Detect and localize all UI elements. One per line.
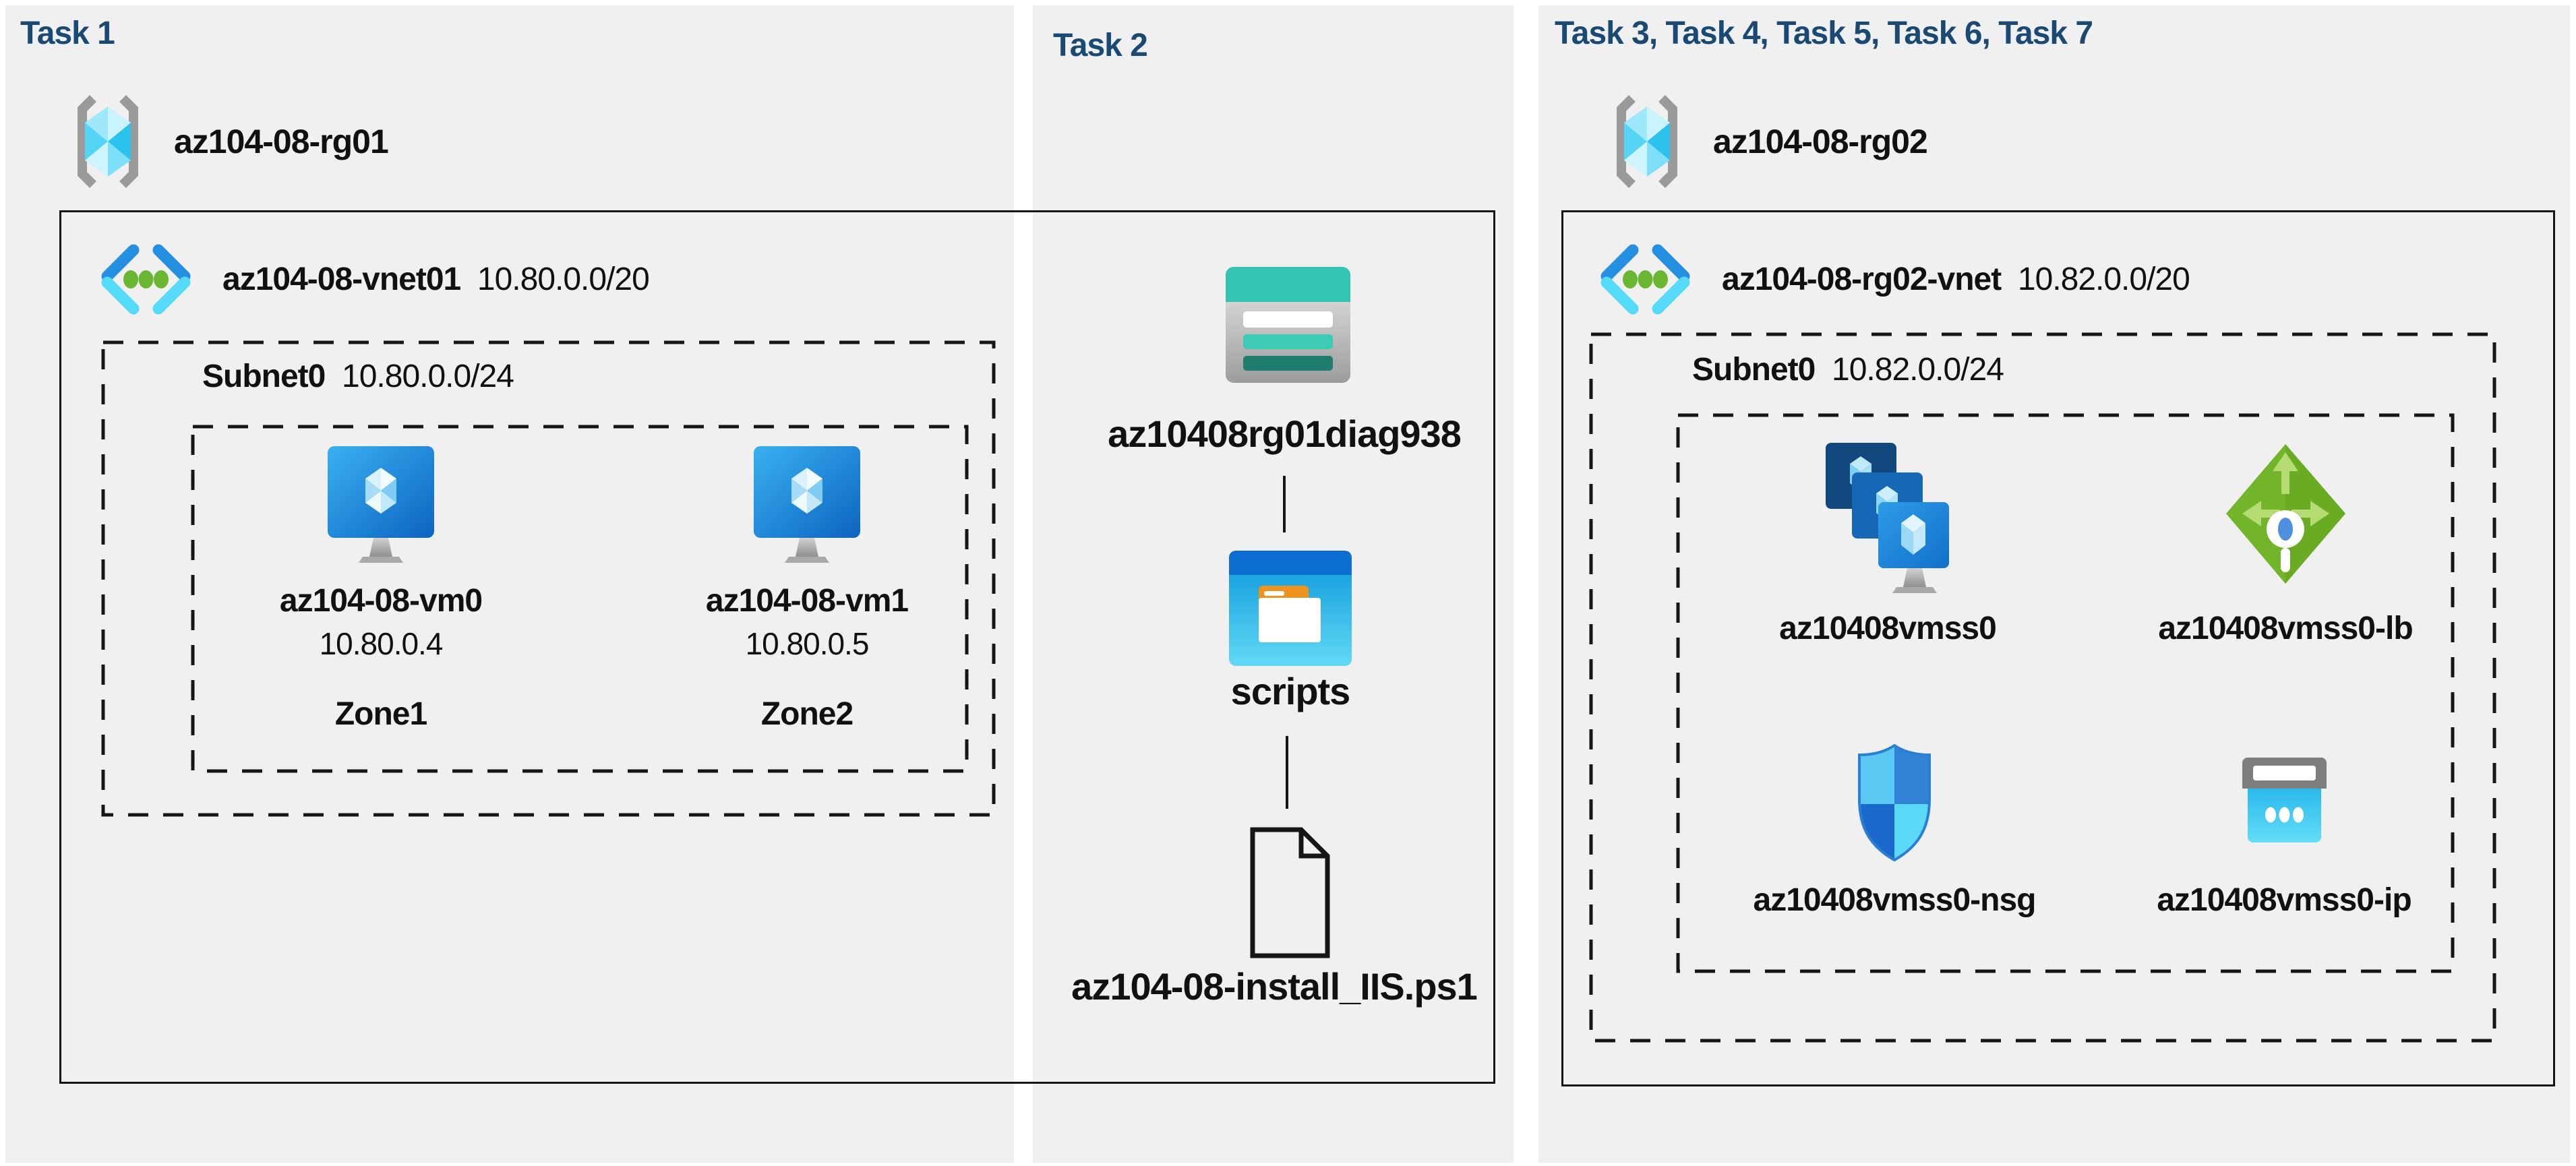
vm-scale-set-icon bbox=[1826, 443, 1949, 593]
nsg-shield-icon bbox=[1858, 743, 1931, 862]
vm1-name: az104-08-vm1 bbox=[705, 583, 909, 619]
rg02-vnet-label: az104-08-rg02-vnet 10.82.0.0/20 bbox=[1722, 260, 2190, 299]
rg02-vnet-cidr: 10.82.0.0/20 bbox=[2017, 262, 2190, 297]
file-document-icon bbox=[1250, 827, 1330, 958]
vnet1-box bbox=[59, 210, 1495, 1084]
subnet0-rg01-label: Subnet0 10.80.0.0/24 bbox=[202, 357, 514, 396]
subnet0-rg02-cidr: 10.82.0.0/24 bbox=[1832, 352, 2004, 388]
storage-account-icon bbox=[1226, 267, 1350, 383]
script-file-label: az104-08-install_IIS.ps1 bbox=[1071, 965, 1478, 1008]
load-balancer-icon bbox=[2226, 444, 2345, 584]
panel-task1 bbox=[5, 5, 1014, 1163]
task2-header: Task 2 bbox=[1053, 28, 1148, 63]
vmss-group-box-rg02 bbox=[1676, 413, 2455, 973]
vm1-ip: 10.80.0.5 bbox=[745, 626, 870, 661]
load-balancer-label: az10408vmss0-lb bbox=[2158, 611, 2413, 646]
task1-header: Task 1 bbox=[20, 16, 115, 51]
vm0-name: az104-08-vm0 bbox=[279, 583, 483, 619]
blob-container-folder-icon bbox=[1229, 551, 1352, 666]
connector-line bbox=[1283, 476, 1286, 532]
vnet01-cidr: 10.80.0.0/20 bbox=[477, 262, 650, 297]
public-ip-label: az10408vmss0-ip bbox=[2157, 882, 2412, 918]
resource-group-icon bbox=[78, 95, 138, 188]
vm1-zone: Zone2 bbox=[760, 696, 853, 732]
rg02-vnet-name: az104-08-rg02-vnet bbox=[1722, 262, 2010, 297]
subnet0-rg02-label: Subnet0 10.82.0.0/24 bbox=[1692, 350, 2004, 390]
rg01-label: az104-08-rg01 bbox=[174, 123, 389, 160]
subnet0-rg01-name: Subnet0 bbox=[202, 359, 334, 394]
virtual-network-icon bbox=[1600, 244, 1690, 315]
storage-account-label: az10408rg01diag938 bbox=[1108, 412, 1462, 455]
vnet2-box bbox=[1561, 210, 2555, 1086]
rg02-label: az104-08-rg02 bbox=[1713, 123, 1928, 160]
subnet0-rg01-cidr: 10.80.0.0/24 bbox=[342, 359, 514, 394]
subnet0-box-rg01 bbox=[101, 340, 996, 817]
vm0-ip: 10.80.0.4 bbox=[319, 626, 444, 661]
vnet01-name: az104-08-vnet01 bbox=[222, 262, 469, 297]
connector-line bbox=[1286, 736, 1288, 809]
nsg-label: az10408vmss0-nsg bbox=[1753, 882, 2037, 918]
virtual-machine-icon bbox=[328, 446, 434, 563]
container-label: scripts bbox=[1230, 670, 1351, 712]
vm0-zone: Zone1 bbox=[334, 696, 427, 732]
virtual-network-icon bbox=[101, 244, 191, 315]
public-ip-icon bbox=[2242, 758, 2327, 842]
vm-group-box-rg01 bbox=[191, 425, 969, 773]
task3-header: Task 3, Task 4, Task 5, Task 6, Task 7 bbox=[1555, 16, 2093, 51]
vmss-label: az10408vmss0 bbox=[1779, 611, 1997, 646]
virtual-machine-icon bbox=[754, 446, 860, 563]
resource-group-icon bbox=[1617, 95, 1677, 188]
subnet0-rg02-name: Subnet0 bbox=[1692, 352, 1824, 388]
vnet01-label: az104-08-vnet01 10.80.0.0/20 bbox=[222, 260, 650, 299]
